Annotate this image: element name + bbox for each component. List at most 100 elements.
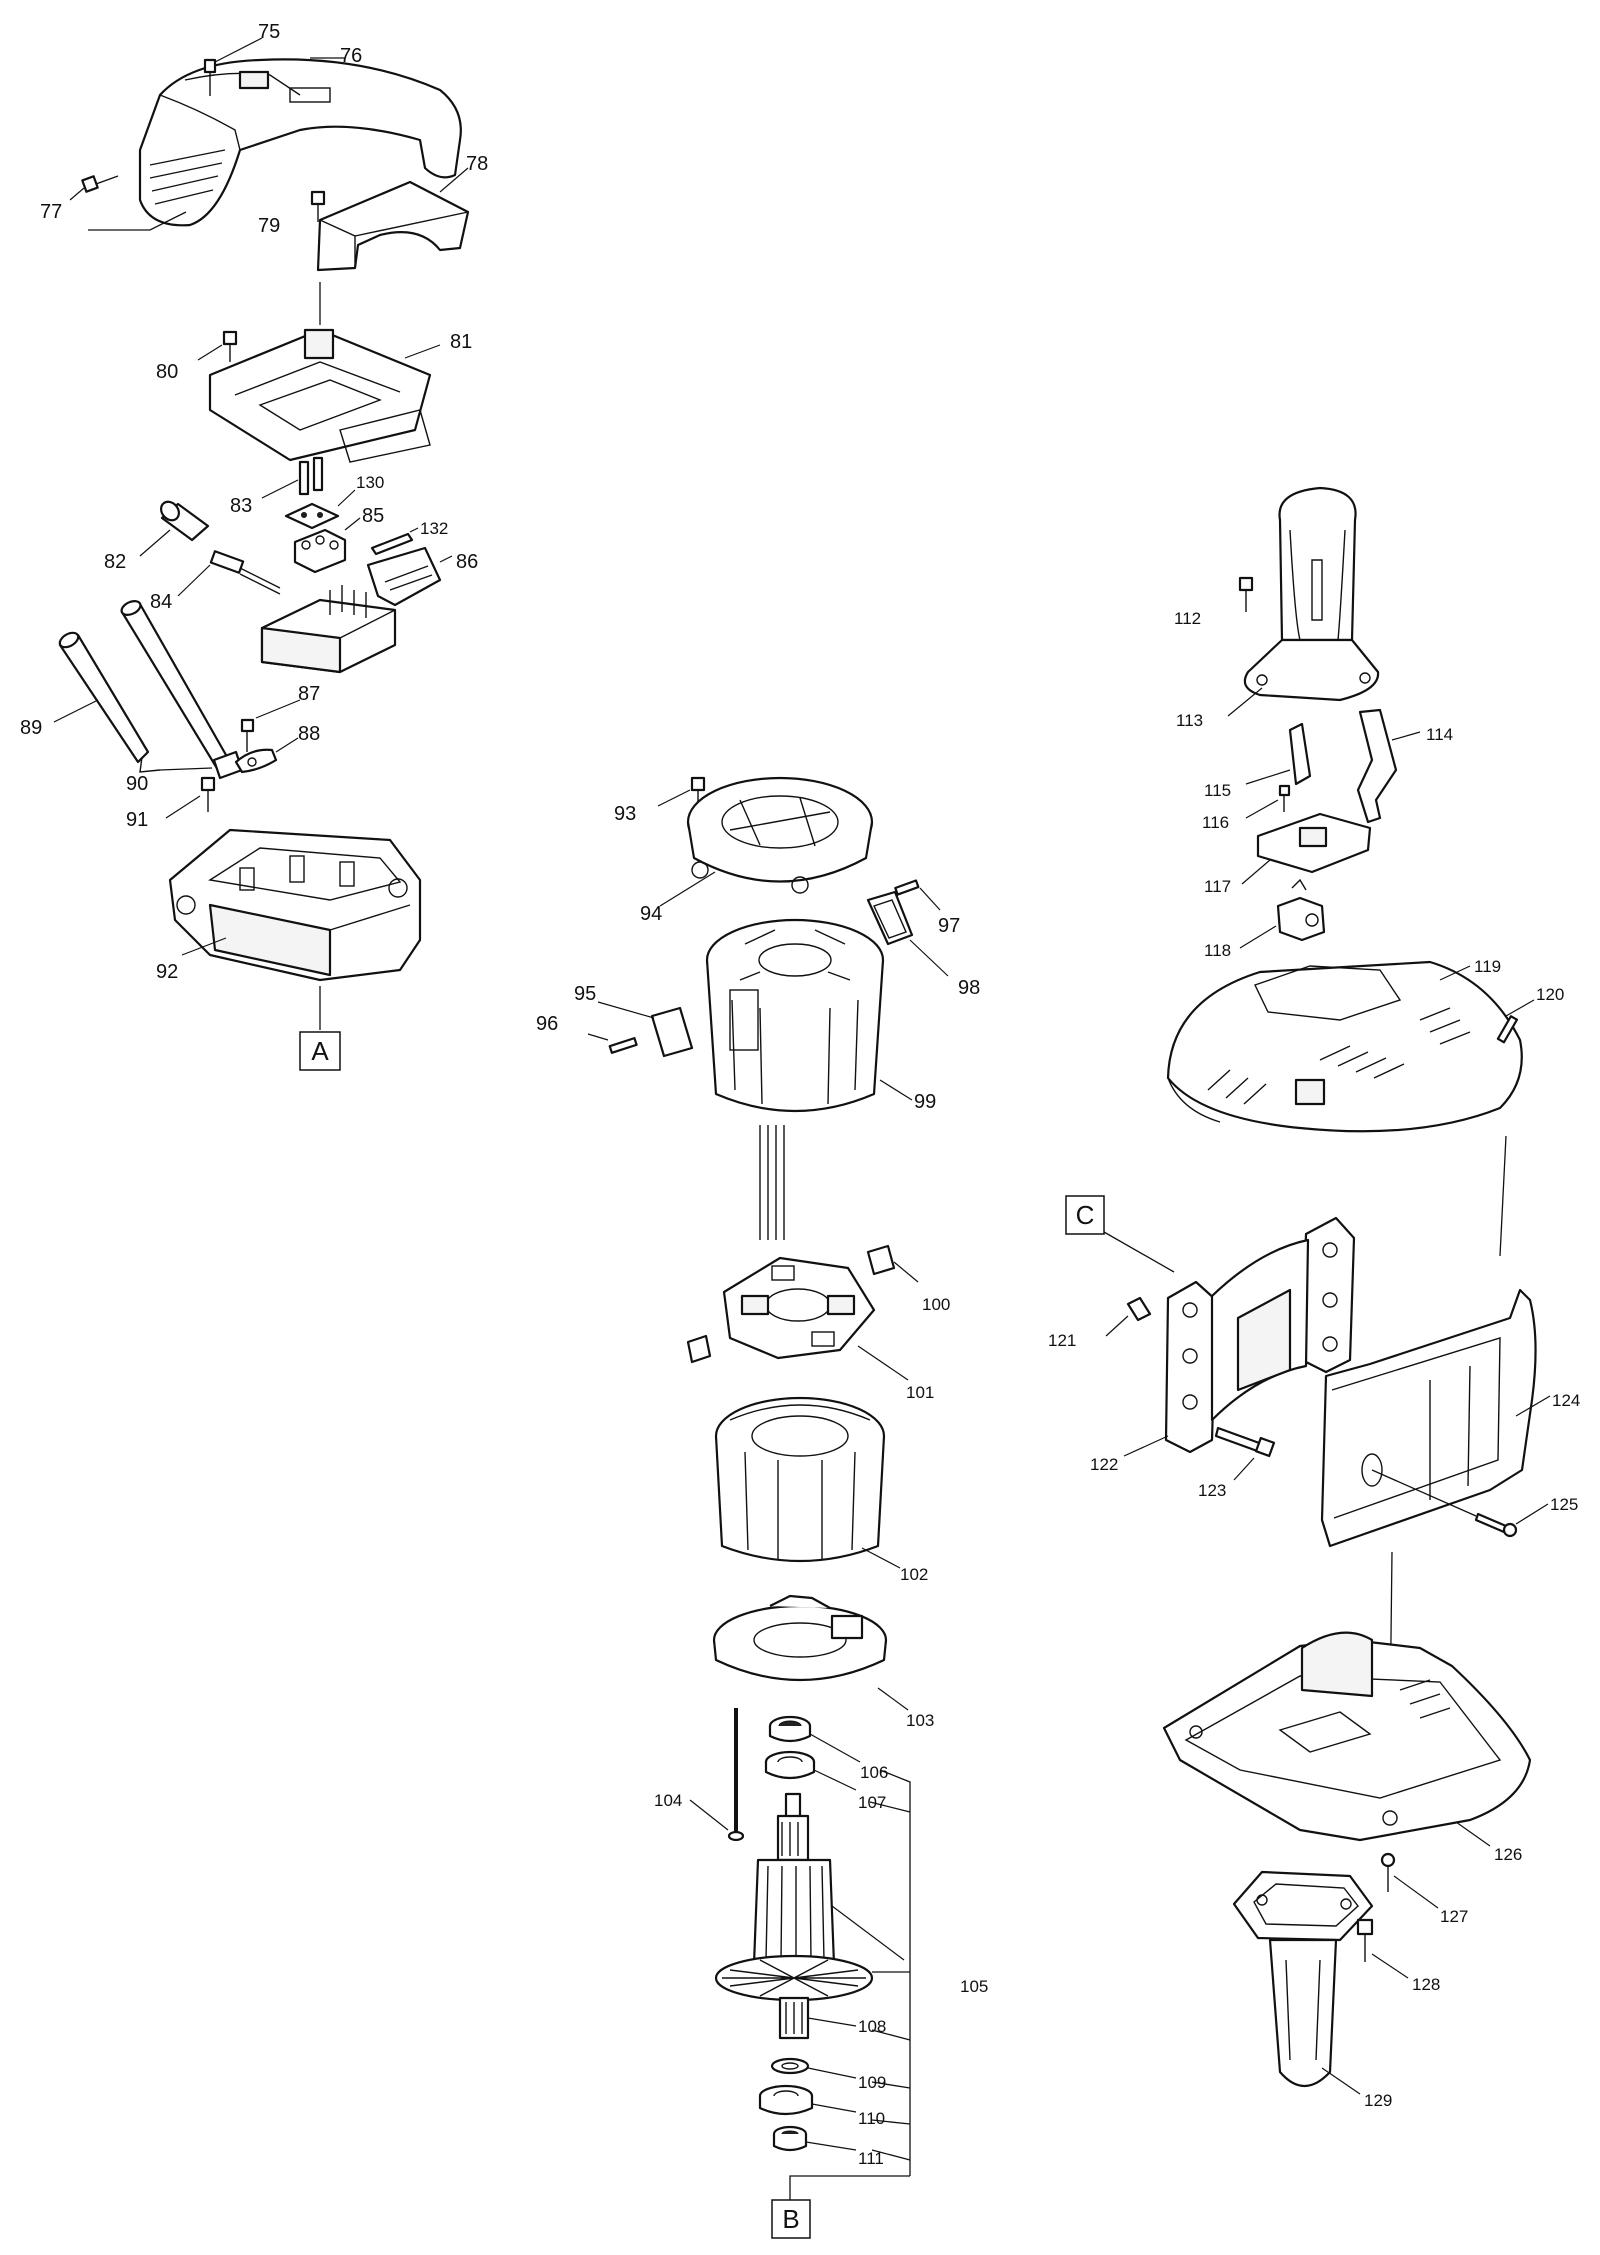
callout-119: 119	[1474, 957, 1501, 976]
callout-130: 130	[356, 473, 384, 492]
part-121-pin	[1105, 1296, 1152, 1337]
callout-112: 112	[1174, 609, 1201, 628]
part-106-bearing	[768, 1715, 861, 1763]
part-124-rear-cover	[1320, 1288, 1551, 1548]
callout-102: 102	[900, 1565, 928, 1584]
part-84-capacitor	[177, 550, 281, 597]
callout-89: 89	[20, 717, 42, 739]
part-85-terminal-block	[293, 517, 361, 574]
part-116-screw	[1245, 784, 1291, 819]
callout-82: 82	[104, 551, 126, 573]
part-105-armature	[714, 1792, 905, 2040]
part-93-screw	[657, 776, 706, 812]
callout-93: 93	[614, 803, 636, 825]
reference-box-b: B	[771, 2199, 811, 2239]
callout-90: 90	[126, 773, 148, 795]
part-100-carbon-brush	[866, 1244, 919, 1283]
callout-79: 79	[258, 215, 280, 237]
callout-109: 109	[858, 2073, 886, 2092]
part-76-top-cover	[138, 58, 462, 227]
callout-103: 103	[906, 1711, 934, 1730]
callout-129: 129	[1364, 2091, 1392, 2110]
part-123-bolt	[1214, 1426, 1276, 1481]
part-126-gear-housing	[1162, 1631, 1532, 1847]
part-103-baffle-ring	[712, 1594, 909, 1711]
part-87-screw	[240, 699, 301, 752]
part-95-cap	[597, 1001, 694, 1058]
part-75-screw	[203, 37, 263, 96]
part-82-sleeve	[139, 500, 210, 557]
callout-106: 106	[860, 1763, 888, 1782]
part-89-cord-guard	[53, 631, 161, 773]
part-104-bolt	[689, 1708, 745, 1842]
part-130-plate	[284, 489, 356, 530]
callout-110: 110	[858, 2109, 885, 2128]
part-114-switch-lever	[1356, 708, 1421, 824]
callout-126: 126	[1494, 1845, 1522, 1864]
callout-80: 80	[156, 361, 178, 383]
part-111-bushing	[772, 2125, 857, 2152]
part-110-bearing	[758, 2084, 857, 2116]
callout-96: 96	[536, 1013, 558, 1035]
callout-84: 84	[150, 591, 172, 613]
callout-94: 94	[640, 903, 662, 925]
part-80-screw	[197, 330, 238, 362]
reference-box-a: A	[299, 1031, 341, 1071]
part-92-switch-housing	[168, 828, 422, 982]
callout-75: 75	[258, 21, 280, 43]
callout-115: 115	[1204, 781, 1231, 800]
callout-labels: 75 76 77 78 79 80 81 82 83 84 85 86 87 8…	[20, 21, 1580, 2168]
part-115-leaf-spring	[1245, 722, 1312, 786]
part-118-connector	[1239, 878, 1326, 949]
svg-text:C: C	[1076, 1200, 1095, 1230]
part-113-handle	[1227, 486, 1380, 717]
callout-127: 127	[1440, 1907, 1468, 1926]
callout-113: 113	[1176, 711, 1203, 730]
callout-100: 100	[922, 1295, 950, 1314]
svg-text:A: A	[311, 1036, 329, 1066]
part-78-cover	[316, 167, 470, 272]
callout-98: 98	[958, 977, 980, 999]
callout-87: 87	[298, 683, 320, 705]
callout-104: 104	[654, 1791, 682, 1810]
part-117-switch	[1241, 812, 1372, 885]
callout-121: 121	[1048, 1331, 1076, 1350]
callout-123: 123	[1198, 1481, 1226, 1500]
left-assembly	[53, 37, 470, 1030]
part-112-screw	[1238, 576, 1254, 612]
part-109-washer	[770, 2057, 857, 2079]
callout-81: 81	[450, 331, 472, 353]
part-128-screw	[1356, 1918, 1409, 1979]
part-90-cord	[120, 600, 244, 780]
part-107-bearing	[764, 1750, 857, 1791]
callout-78: 78	[466, 153, 488, 175]
callout-77: 77	[40, 201, 62, 223]
part-120-screw	[1496, 999, 1535, 1044]
part-83-terminals	[261, 456, 324, 499]
callout-85: 85	[362, 505, 384, 527]
callout-132: 132	[420, 519, 448, 538]
callout-95: 95	[574, 983, 596, 1005]
part-102-field	[714, 1396, 901, 1569]
callout-122: 122	[1090, 1455, 1118, 1474]
right-assembly	[1103, 486, 1551, 2095]
part-77-screw	[69, 175, 187, 231]
part-91-screw	[165, 776, 216, 819]
part-122-bracket	[1123, 1216, 1356, 1457]
part-119-housing-cover	[1166, 960, 1523, 1133]
middle-assembly	[587, 776, 949, 2200]
callout-92: 92	[156, 961, 178, 983]
callout-116: 116	[1202, 813, 1229, 832]
callout-108: 108	[858, 2017, 886, 2036]
part-127-screw	[1380, 1852, 1439, 1909]
callout-111: 111	[858, 2149, 884, 2168]
callout-114: 114	[1426, 725, 1453, 744]
part-79-screw	[310, 190, 326, 222]
callout-101: 101	[906, 1383, 934, 1402]
callout-76: 76	[340, 45, 362, 67]
svg-text:B: B	[782, 2204, 799, 2234]
callout-125: 125	[1550, 1495, 1578, 1514]
callout-120: 120	[1536, 985, 1564, 1004]
part-125-screw	[1371, 1469, 1549, 1538]
part-94-fan-baffle	[659, 776, 874, 907]
